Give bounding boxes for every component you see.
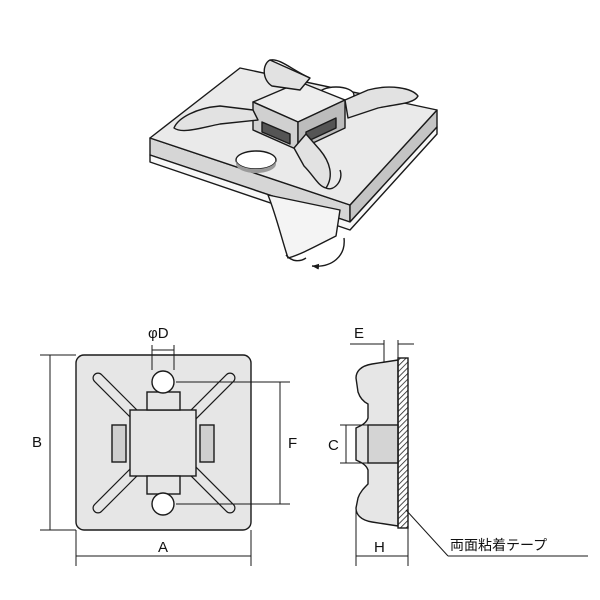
bottom-tab (146, 475, 181, 495)
front-center-square (129, 409, 197, 477)
label-e: E (354, 325, 364, 342)
label-h: H (374, 539, 385, 556)
arm-left (173, 105, 259, 132)
peel-arrow (311, 237, 345, 270)
peeling-tape-curl (285, 254, 307, 262)
label-phi-d: φD (148, 325, 169, 342)
label-c: C (328, 437, 339, 454)
arm-front (293, 133, 331, 189)
isometric-view (149, 59, 438, 270)
label-f: F (288, 435, 297, 452)
mount-hole-front (235, 150, 277, 170)
left-slot (111, 424, 127, 463)
side-dimensions (340, 340, 588, 566)
right-slot (199, 424, 215, 463)
label-tape: 両面粘着テープ (450, 538, 547, 554)
top-tab (146, 391, 181, 411)
side-slot (367, 424, 399, 464)
label-b: B (32, 434, 42, 451)
front-dimensions (40, 345, 290, 566)
strap-slot-left (261, 121, 291, 145)
arm-right (344, 86, 419, 119)
arm-back (263, 59, 311, 91)
side-view (355, 357, 409, 529)
peeling-tape (267, 194, 341, 259)
top-hole (151, 370, 175, 394)
label-a: A (158, 539, 168, 556)
bottom-hole (151, 492, 175, 516)
front-view (75, 354, 252, 531)
side-tape (397, 357, 409, 529)
